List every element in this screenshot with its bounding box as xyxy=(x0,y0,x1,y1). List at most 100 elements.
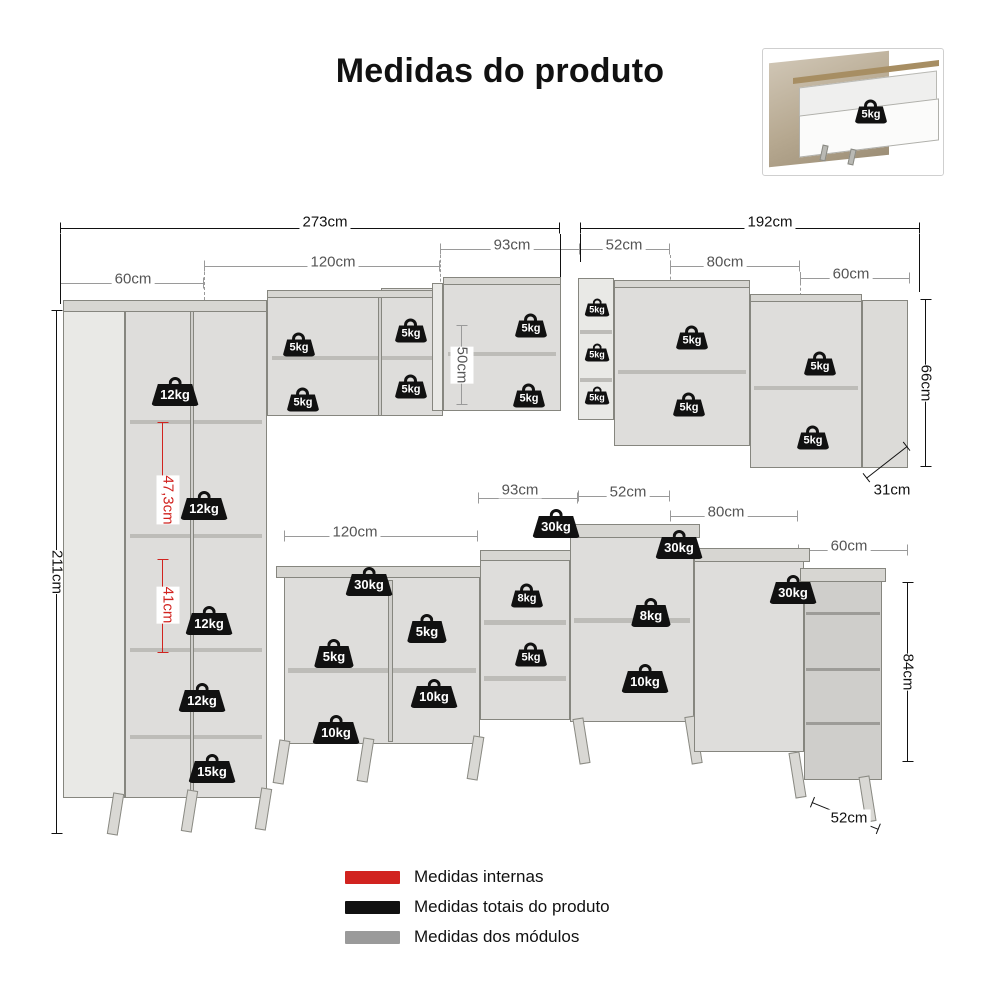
legend-label-modules: Medidas dos módulos xyxy=(414,927,580,946)
weight-badge-5kg: 5kg xyxy=(803,351,837,376)
weight-badge-5kg: 5kg xyxy=(584,343,610,362)
dim-label-120-upper: 120cm xyxy=(307,253,359,271)
weight-badge-5kg: 5kg xyxy=(675,325,709,350)
dim-label-47: 47,3cm xyxy=(156,475,180,525)
legend-row-total: Medidas totais do produto xyxy=(345,892,610,922)
weight-hook-icon xyxy=(682,392,696,404)
drawer-gap xyxy=(806,722,880,725)
shelf xyxy=(272,356,438,360)
dim-label-60-lower: 60cm xyxy=(827,537,871,555)
cabinet-side xyxy=(432,283,443,411)
cabinet-top xyxy=(443,277,561,285)
weight-badge-10kg: 10kg xyxy=(410,679,458,708)
weight-hook-icon xyxy=(427,679,441,690)
dim-label-60-upper-left: 60cm xyxy=(111,270,155,288)
weight-badge-5kg: 5kg xyxy=(672,392,706,417)
dim-label-80-lower: 80cm xyxy=(704,503,748,521)
weight-badge-30kg: 30kg xyxy=(769,575,817,604)
divider xyxy=(378,296,382,416)
weight-badge-8kg: 8kg xyxy=(510,583,544,608)
upper-cabinet-80-right xyxy=(614,286,750,446)
shelf xyxy=(288,668,476,673)
legend-label-internal: Medidas internas xyxy=(414,867,544,886)
weight-badge-5kg: 5kg xyxy=(514,313,548,338)
weight-hook-icon xyxy=(420,614,434,625)
tall-unit-top xyxy=(63,300,267,312)
dim-label-41: 41cm xyxy=(156,586,180,624)
dim-label-273: 273cm xyxy=(299,213,351,231)
weight-hook-icon xyxy=(404,374,418,386)
cabinet-top xyxy=(614,280,750,288)
weight-badge-12kg: 12kg xyxy=(180,491,228,520)
weight-hook-icon xyxy=(644,598,658,609)
weight-badge-8kg: 8kg xyxy=(630,598,672,627)
shelf xyxy=(580,378,612,382)
weight-hook-icon xyxy=(404,318,418,330)
weight-hook-icon xyxy=(813,351,827,363)
shelf xyxy=(484,620,566,625)
shelf xyxy=(618,370,746,374)
weight-hook-icon xyxy=(786,575,800,586)
shelf xyxy=(130,735,262,739)
dim-label-31: 31cm xyxy=(870,481,914,499)
weight-badge-5kg: 5kg xyxy=(514,642,548,667)
countertop xyxy=(480,550,576,561)
weight-hook-icon xyxy=(864,99,878,111)
weight-hook-icon xyxy=(522,383,536,395)
dim-label-66: 66cm xyxy=(914,364,938,402)
weight-hook-icon xyxy=(197,491,211,502)
shelf xyxy=(130,534,262,538)
shelf xyxy=(130,648,262,652)
weight-hook-icon xyxy=(195,683,209,694)
weight-badge-5kg: 5kg xyxy=(282,332,316,357)
weight-badge-5kg: 5kg xyxy=(584,386,610,405)
weight-badge-15kg: 15kg xyxy=(188,754,236,783)
dim-label-50: 50cm xyxy=(450,346,474,384)
legend: Medidas internas Medidas totais do produ… xyxy=(345,862,610,952)
weight-badge-10kg: 10kg xyxy=(312,715,360,744)
weight-hook-icon xyxy=(202,606,216,617)
cabinet-top xyxy=(267,290,443,298)
legend-label-total: Medidas totais do produto xyxy=(414,897,610,916)
dim-label-93-lower: 93cm xyxy=(498,481,542,499)
weight-badge-5kg: 5kg xyxy=(512,383,546,408)
weight-badge-5kg: 5kg xyxy=(394,318,428,343)
weight-hook-icon xyxy=(592,298,602,307)
weight-badge-5kg: 5kg xyxy=(584,298,610,317)
weight-hook-icon xyxy=(592,386,602,395)
weight-badge-5kg: 5kg xyxy=(313,639,355,668)
dim-label-52-lower: 52cm xyxy=(606,483,650,501)
weight-badge-5kg: 5kg xyxy=(394,374,428,399)
weight-badge-12kg: 12kg xyxy=(151,377,199,406)
leg xyxy=(356,737,375,783)
weight-hook-icon xyxy=(672,530,686,541)
weight-badge-30kg: 30kg xyxy=(655,530,703,559)
weight-hook-icon xyxy=(520,583,534,595)
weight-hook-icon xyxy=(638,664,652,675)
dim-label-60-upper-right: 60cm xyxy=(829,265,873,283)
shelf xyxy=(484,676,566,681)
weight-badge-12kg: 12kg xyxy=(185,606,233,635)
dim-label-80-upper: 80cm xyxy=(703,253,747,271)
dim-label-93-upper: 93cm xyxy=(490,236,534,254)
countertop xyxy=(800,568,886,582)
weight-hook-icon xyxy=(806,425,820,437)
leg xyxy=(272,739,291,785)
shelf xyxy=(754,386,858,390)
shelf xyxy=(580,330,612,334)
page-title: Medidas do produto xyxy=(335,52,665,90)
weight-badge-30kg: 30kg xyxy=(345,567,393,596)
cabinet-top xyxy=(750,294,862,302)
weight-hook-icon xyxy=(329,715,343,726)
upper-cabinet-right-side xyxy=(862,300,908,468)
weight-hook-icon xyxy=(592,343,602,352)
weight-hook-icon xyxy=(524,313,538,325)
dim-label-120-lower: 120cm xyxy=(329,523,381,541)
base-corner-cabinet-52 xyxy=(570,536,694,722)
weight-hook-icon xyxy=(362,567,376,578)
tall-unit-divider xyxy=(190,310,194,796)
weight-badge-5kg: 5kg xyxy=(796,425,830,450)
divider xyxy=(388,580,393,742)
shelf xyxy=(130,420,262,424)
